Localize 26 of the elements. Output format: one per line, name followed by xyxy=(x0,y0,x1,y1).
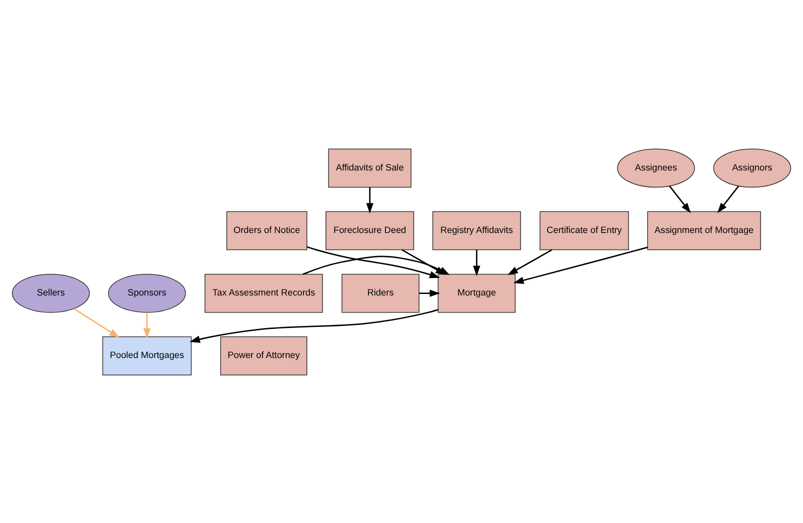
node-ellipse: Sellers xyxy=(12,273,90,312)
arrow xyxy=(508,248,552,275)
node-box: Registry Affidavits xyxy=(432,210,521,250)
arrow xyxy=(669,185,691,213)
arrow xyxy=(473,249,480,276)
node-box: Assignment of Mortgage xyxy=(647,210,761,250)
node-box: Certificate of Entry xyxy=(540,210,629,250)
node-ellipse: Assignors xyxy=(713,148,792,188)
arrow xyxy=(419,289,440,296)
node-box: Foreclosure Deed xyxy=(326,210,414,250)
arrow xyxy=(366,186,374,214)
node-box: Affidavits of Sale xyxy=(328,148,412,188)
arrow xyxy=(717,185,740,213)
arrow xyxy=(143,312,151,338)
node-box: Mortgage xyxy=(438,273,516,312)
node-box: Power of Attorney xyxy=(220,336,308,375)
node-box: Riders xyxy=(342,273,420,312)
node-box: Tax Assessment Records xyxy=(204,273,323,312)
node-ellipse: Sponsors xyxy=(108,273,186,312)
arrow xyxy=(513,246,648,284)
node-box: Pooled Mortgages xyxy=(102,336,192,375)
arrow xyxy=(74,308,120,338)
arrow xyxy=(306,246,440,278)
arrow xyxy=(190,308,438,342)
node-box: Orders of Notice xyxy=(226,210,308,250)
node-ellipse: Assignees xyxy=(617,148,695,188)
